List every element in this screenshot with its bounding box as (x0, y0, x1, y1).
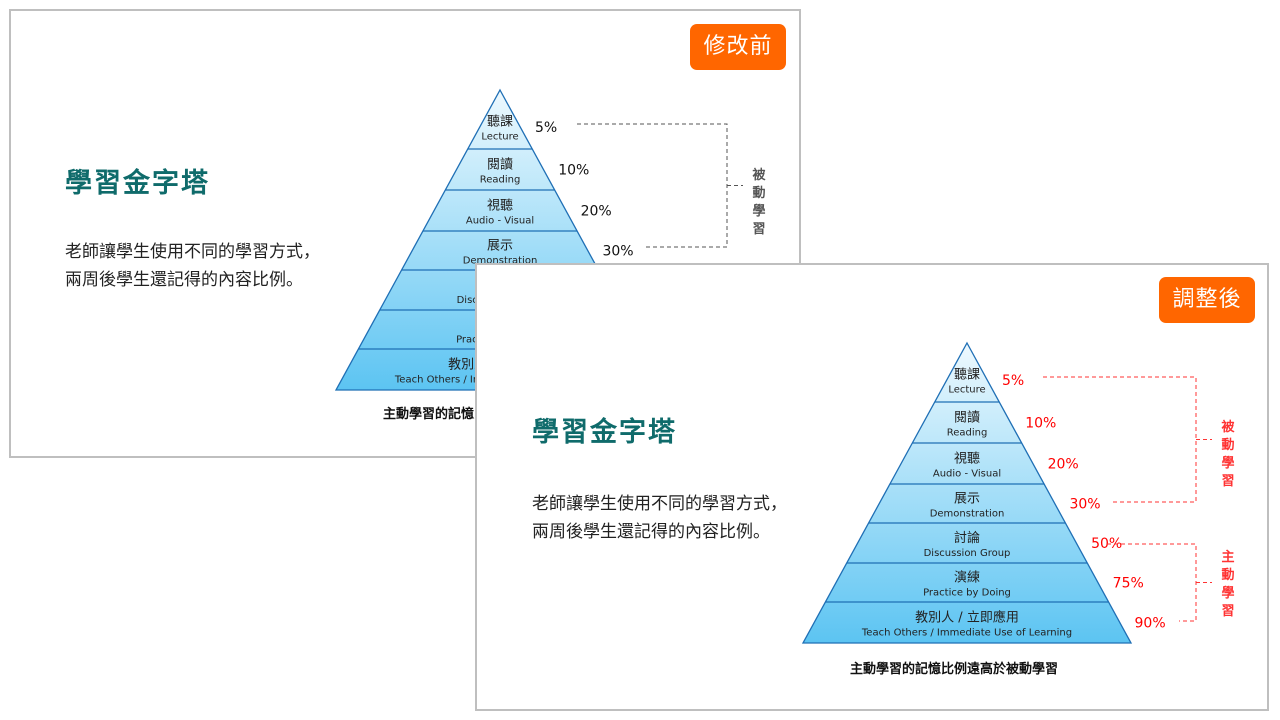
group-label-char: 動 (752, 185, 765, 201)
svg-text:Demonstration: Demonstration (930, 509, 1005, 520)
group-label-char: 被 (1220, 419, 1235, 435)
pyramid-level-5: 討論 Discussion Group 50% (924, 530, 1123, 559)
pyramid-level-7: 教別人 / 立即應用 Teach Others / Immediate Use o… (861, 610, 1166, 639)
svg-text:Discussion Group: Discussion Group (924, 548, 1011, 559)
pyramid-level-4: 展示 Demonstration 30% (463, 239, 634, 267)
group-label-char: 被 (751, 167, 766, 183)
pyramid-level-2: 閱讀 Reading 10% (480, 158, 590, 186)
pyramid-level-4: 展示 Demonstration 30% (930, 492, 1101, 520)
svg-text:討論: 討論 (954, 530, 980, 546)
svg-text:展示: 展示 (954, 492, 980, 507)
percent-label: 30% (602, 244, 633, 260)
svg-text:展示: 展示 (487, 239, 513, 254)
description-line-2: 兩周後學生還記得的內容比例。 (532, 522, 770, 542)
group-label-char: 主 (1221, 549, 1234, 565)
svg-text:演練: 演練 (954, 570, 980, 586)
pyramid-level-3: 視聽 Audio - Visual 20% (466, 199, 612, 227)
pyramid-caption: 主動學習的記憶比例遠高於被動學習 (850, 662, 1059, 677)
percent-label: 10% (1025, 416, 1056, 432)
svg-text:閱讀: 閱讀 (954, 411, 980, 426)
svg-text:教別人 / 立即應用: 教別人 / 立即應用 (915, 610, 1019, 626)
description-line-1: 老師讓學生使用不同的學習方式， (532, 494, 787, 514)
group-label-char: 習 (1221, 604, 1234, 619)
group-label-char: 動 (1221, 437, 1234, 453)
percent-label: 20% (1048, 457, 1079, 473)
svg-text:Reading: Reading (480, 175, 521, 186)
pyramid-level-1: 聽課 Lecture 5% (481, 114, 557, 143)
svg-text:Reading: Reading (947, 428, 988, 439)
svg-text:Lecture: Lecture (948, 385, 985, 396)
svg-text:閱讀: 閱讀 (487, 158, 513, 173)
learning-pyramid-diagram: 聽課 Lecture 5% 閱讀 Reading 10% 視聽 Audio - Visual 2… (801, 341, 1235, 644)
slide-after: 調整後 學習金字塔 老師讓學生使用不同的學習方式， 兩周後學生還記得的內容比例。… (475, 263, 1269, 711)
group-label-char: 習 (752, 222, 765, 237)
slide-title: 學習金字塔 (532, 417, 677, 448)
percent-label: 5% (1002, 373, 1024, 389)
svg-text:Demonstration: Demonstration (463, 256, 538, 267)
svg-text:Lecture: Lecture (481, 132, 518, 143)
svg-text:聽課: 聽課 (487, 114, 513, 130)
description: 老師讓學生使用不同的學習方式， 兩周後學生還記得的內容比例。 (65, 238, 320, 294)
percent-label: 75% (1113, 576, 1144, 592)
percent-label: 30% (1069, 497, 1100, 513)
svg-text:視聽: 視聽 (487, 199, 513, 214)
after-tag: 調整後 (1159, 277, 1255, 323)
percent-label: 5% (535, 120, 557, 136)
group-label-char: 習 (1221, 474, 1234, 489)
before-tag: 修改前 (690, 24, 786, 70)
svg-text:Teach Others / Immediate Use o: Teach Others / Immediate Use of Learning (861, 628, 1072, 639)
pyramid-level-6: 演練 Practice by Doing 75% (923, 570, 1144, 599)
group-label-char: 學 (1221, 455, 1234, 471)
pyramid-level-2: 閱讀 Reading 10% (947, 411, 1057, 439)
description-line-2: 兩周後學生還記得的內容比例。 (65, 270, 303, 290)
svg-text:Audio - Visual: Audio - Visual (933, 469, 1001, 480)
percent-label: 10% (558, 163, 589, 179)
svg-text:視聽: 視聽 (954, 452, 980, 467)
group-label-char: 學 (752, 203, 765, 219)
pyramid-level-3: 視聽 Audio - Visual 20% (933, 452, 1079, 480)
group-label-char: 動 (1221, 567, 1234, 583)
svg-text:Audio - Visual: Audio - Visual (466, 216, 534, 227)
percent-label: 50% (1091, 536, 1122, 552)
svg-text:聽課: 聽課 (954, 367, 980, 383)
svg-text:Practice by Doing: Practice by Doing (923, 588, 1011, 599)
description-line-1: 老師讓學生使用不同的學習方式， (65, 242, 320, 262)
pyramid-shape (801, 341, 1133, 644)
group-label-char: 學 (1221, 585, 1234, 601)
percent-label: 90% (1135, 616, 1166, 632)
description: 老師讓學生使用不同的學習方式， 兩周後學生還記得的內容比例。 (532, 490, 787, 546)
percent-label: 20% (581, 204, 612, 220)
slide-title: 學習金字塔 (65, 168, 210, 199)
pyramid-level-1: 聽課 Lecture 5% (948, 367, 1024, 396)
